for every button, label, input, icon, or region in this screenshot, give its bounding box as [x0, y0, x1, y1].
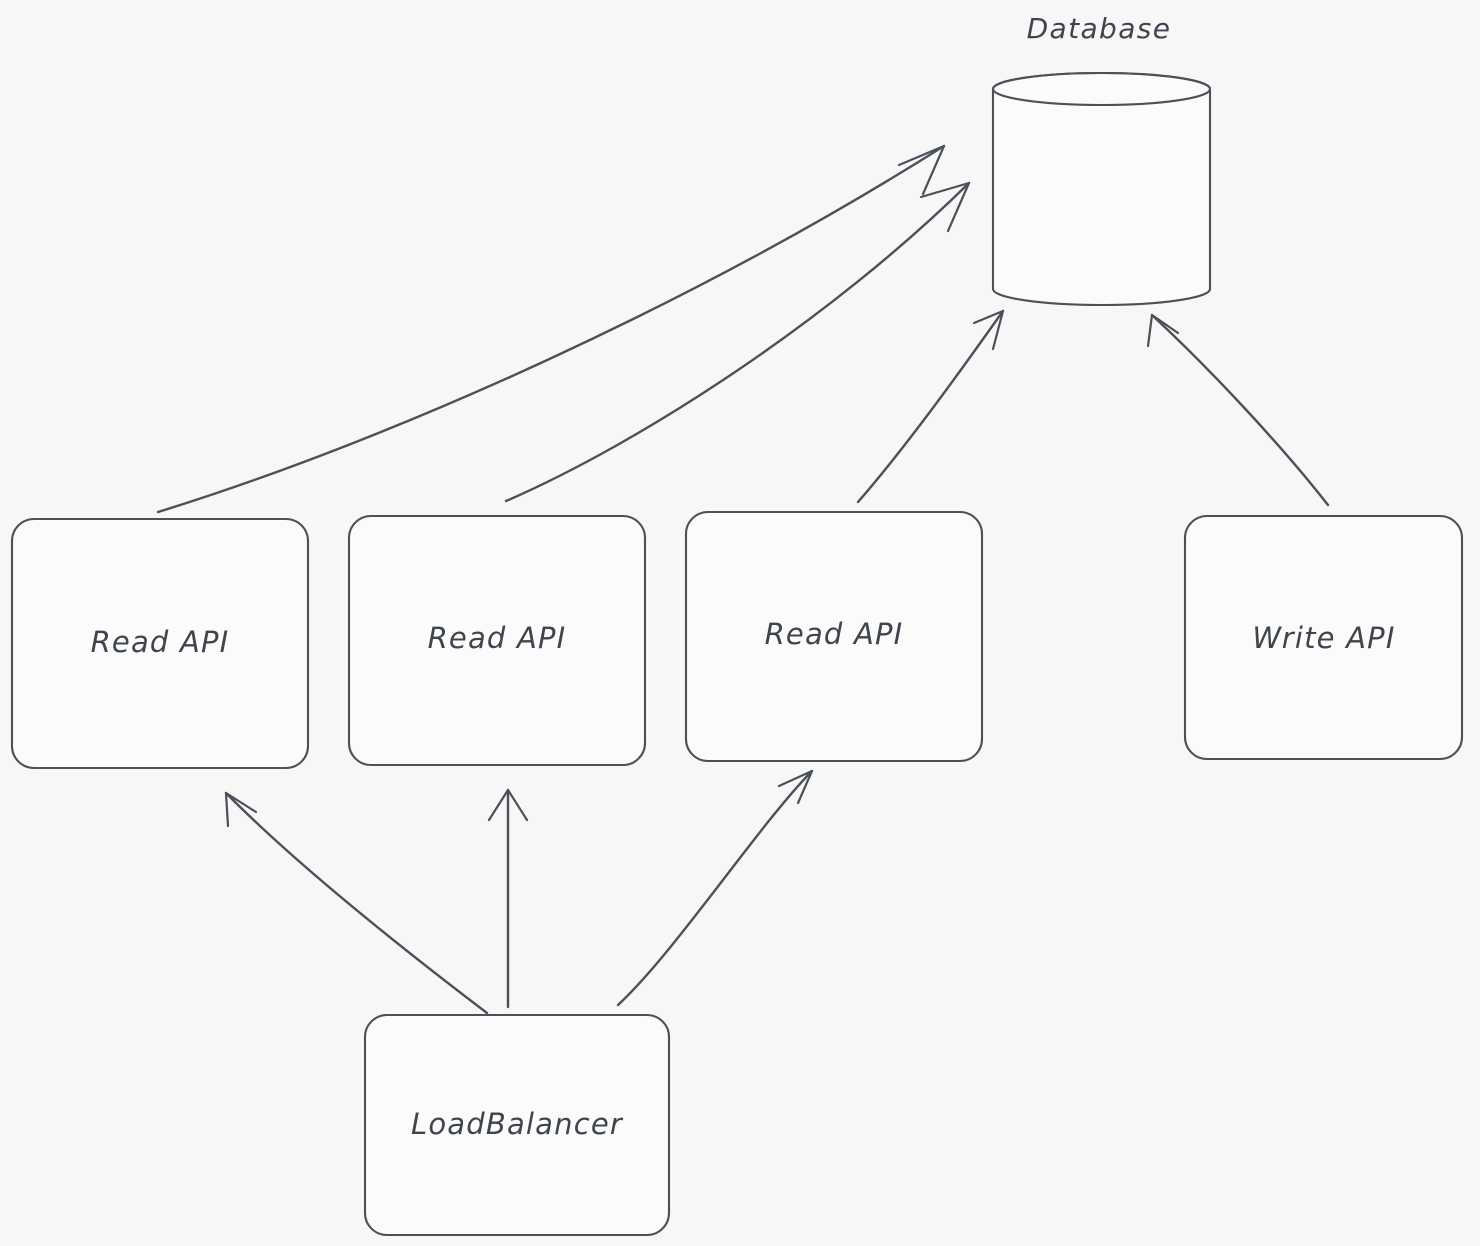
node-read-api-1[interactable]: Read API [10, 517, 310, 770]
node-loadbalancer[interactable]: LoadBalancer [363, 1013, 671, 1237]
edge-loadbalancer-to-read2 [487, 788, 529, 1009]
read-api-2-box[interactable] [347, 514, 647, 767]
node-database[interactable]: Database [991, 12, 1212, 307]
database-label: Database [1027, 12, 1172, 45]
read-api-1-box[interactable] [10, 517, 310, 770]
loadbalancer-box[interactable] [363, 1013, 671, 1237]
database-cylinder-top [991, 71, 1212, 107]
read-api-3-box[interactable] [684, 510, 984, 763]
edge-write-to-database [1146, 313, 1330, 507]
node-read-api-3[interactable]: Read API [684, 510, 984, 763]
loadbalancer-label: LoadBalancer [411, 1107, 624, 1141]
node-read-api-2[interactable]: Read API [347, 514, 647, 767]
edge-read3-to-database [856, 309, 1005, 504]
read-api-1-label: Read API [91, 625, 230, 659]
read-api-2-label: Read API [428, 621, 567, 655]
write-api-label: Write API [1252, 621, 1395, 655]
read-api-3-label: Read API [765, 617, 904, 651]
edge-read1-to-database [156, 144, 946, 514]
node-write-api[interactable]: Write API [1183, 514, 1464, 761]
edge-loadbalancer-to-read1 [224, 791, 489, 1015]
edge-loadbalancer-to-read3 [616, 769, 814, 1007]
edge-read2-to-database [504, 181, 971, 503]
write-api-box[interactable] [1183, 514, 1464, 761]
database-cylinder-body[interactable] [991, 71, 1212, 307]
